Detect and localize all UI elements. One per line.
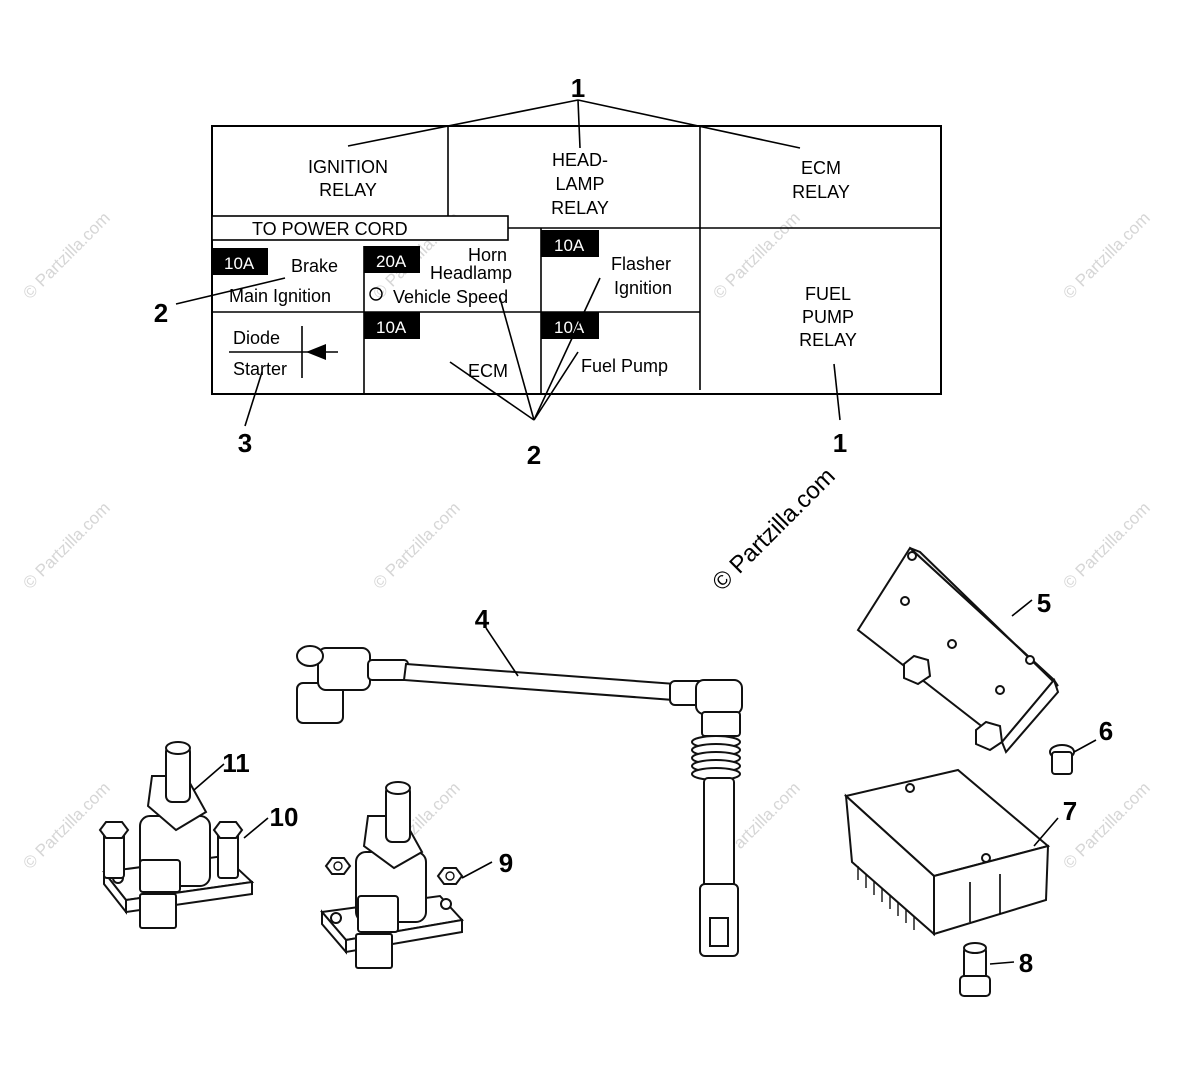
fuse-horn-label: Vehicle Speed xyxy=(393,287,508,307)
fuse-horn-label: Horn xyxy=(468,245,507,265)
screw xyxy=(1049,744,1075,775)
fuse-rating-badge xyxy=(541,230,599,257)
fuse-horn-rating: 20A xyxy=(376,252,407,271)
spark-plug-wire xyxy=(296,645,743,957)
power-cord-label: TO POWER CORD xyxy=(252,219,408,239)
watermark-tile: © Partzilla.com xyxy=(1059,208,1153,302)
callout-6: 6 xyxy=(1099,716,1113,746)
fuse-horn-label: Headlamp xyxy=(430,263,512,283)
ignition-coil xyxy=(102,741,255,929)
callout-9: 9 xyxy=(499,848,513,878)
fuse-fuel-pump-label: Fuel Pump xyxy=(581,356,668,376)
mounting-bracket xyxy=(856,546,1060,754)
watermark-tile: © Partzilla.com xyxy=(709,208,803,302)
fuse-terminal xyxy=(369,287,383,301)
diode-label: Diode xyxy=(233,328,280,348)
callout-2: 2 xyxy=(154,298,168,328)
callout-5: 5 xyxy=(1037,588,1051,618)
fuse-flasher-label: Ignition xyxy=(614,278,672,298)
ignition-relay-label: RELAY xyxy=(319,180,377,200)
fuel-pump-relay-label: PUMP xyxy=(802,307,854,327)
diode-label: Starter xyxy=(233,359,287,379)
callout-4: 4 xyxy=(475,604,490,634)
fuse-ecm-label: ECM xyxy=(468,361,508,381)
watermark-tile: © Partzilla.com xyxy=(1059,498,1153,592)
headlamp-relay-label: LAMP xyxy=(555,174,604,194)
power-cord-label-box xyxy=(211,215,509,241)
diode-symbol xyxy=(306,344,326,360)
watermark-tile: © Partzilla.com xyxy=(19,208,113,302)
callout-1: 1 xyxy=(833,428,847,458)
fuse-rating-badge xyxy=(541,312,599,339)
ecm-relay-label: ECM xyxy=(801,158,841,178)
callout-1: 1 xyxy=(571,73,585,103)
fuse-brake-rating: 10A xyxy=(224,254,255,273)
callout-2: 2 xyxy=(527,440,541,470)
coil-bolt xyxy=(98,821,130,879)
callout-3: 3 xyxy=(238,428,252,458)
headlamp-relay-label: RELAY xyxy=(551,198,609,218)
watermark-tile: © Partzilla.com xyxy=(19,498,113,592)
ignition-relay-label: IGNITION xyxy=(308,157,388,177)
fuse-rating-badge xyxy=(364,312,420,339)
coil-nut xyxy=(436,867,464,885)
bolt xyxy=(959,942,991,997)
fuse-brake-label: Brake xyxy=(291,256,338,276)
coil-bolt xyxy=(212,821,244,879)
fuse-box: IGNITION RELAY HEAD- LAMP RELAY ECM RELA… xyxy=(211,125,942,395)
fuse-ecm-rating: 10A xyxy=(376,318,407,337)
fuse-brake-label: Main Ignition xyxy=(229,286,331,306)
headlamp-relay-label: HEAD- xyxy=(552,150,608,170)
fuel-pump-relay-label: RELAY xyxy=(799,330,857,350)
watermark-tile: © Partzilla.com xyxy=(369,498,463,592)
fuse-rating-badge xyxy=(212,248,268,275)
fuse-rating-badge xyxy=(364,246,420,273)
callout-8: 8 xyxy=(1019,948,1033,978)
fuse-box-leaders xyxy=(175,99,841,427)
coil-nut xyxy=(324,857,352,875)
watermark-tile: © Partzilla.com xyxy=(19,778,113,872)
callout-10: 10 xyxy=(270,802,299,832)
fuel-pump-relay-label: FUEL xyxy=(805,284,851,304)
ecm-relay-label: RELAY xyxy=(792,182,850,202)
callout-7: 7 xyxy=(1063,796,1077,826)
callout-11: 11 xyxy=(222,748,250,778)
fuse-fuel-pump-rating: 10A xyxy=(554,318,585,337)
ecm-module xyxy=(843,768,1051,937)
watermark: © Partzilla.com xyxy=(707,463,840,596)
fuse-flasher-rating: 10A xyxy=(554,236,585,255)
ignition-coil xyxy=(320,781,464,969)
fuse-flasher-label: Flasher xyxy=(611,254,671,274)
